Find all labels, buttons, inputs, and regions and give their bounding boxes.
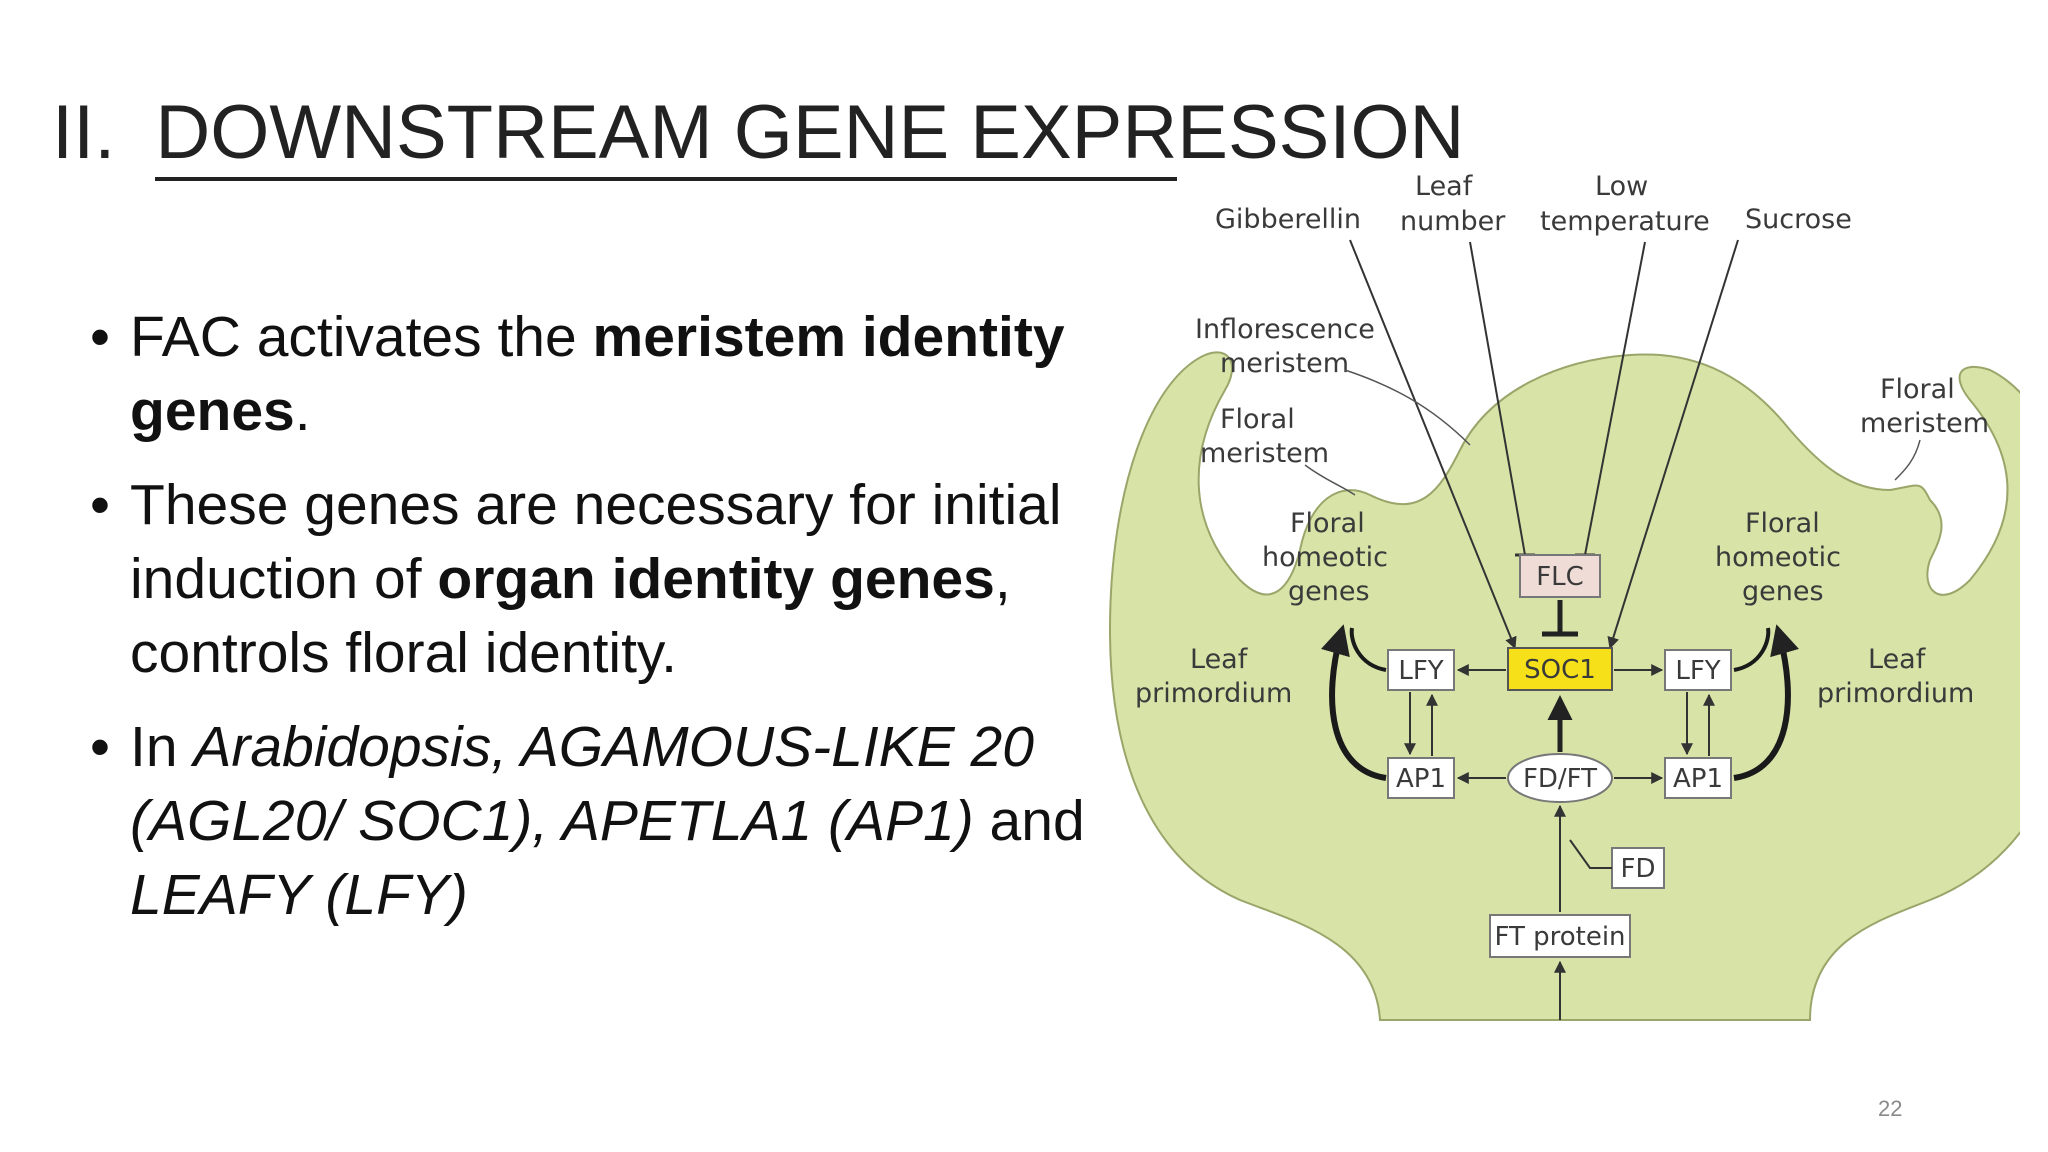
fd-ft-ellipse xyxy=(1507,753,1613,803)
lfy-right-to-homeotic-line xyxy=(1733,627,1771,672)
leaf-primordium-left-label-1: Leaf xyxy=(1190,644,1249,675)
title-rest-text: ESSION xyxy=(1177,90,1465,175)
bullet-text: , controls floral identity. xyxy=(130,547,1011,685)
diagram-svg: Gibberellin Leaf number Low temperature … xyxy=(1108,171,2020,1021)
leaf-primordium-left-label-2: primordium xyxy=(1135,678,1292,709)
floral-meristem-left-label-2: meristem xyxy=(1200,438,1329,469)
bullet-text: FAC activates the xyxy=(130,305,593,369)
sucrose-arrow xyxy=(1607,239,1739,650)
inflorescence-label-1: Inflorescence xyxy=(1195,314,1375,345)
ft-protein-label: FT protein xyxy=(1494,922,1625,952)
ap1-right-to-homeotic-arrow xyxy=(1733,624,1800,781)
bullet-item: These genes are necessary for initial in… xyxy=(90,468,1110,690)
flc-box xyxy=(1519,554,1601,598)
low-temp-inhibit-line xyxy=(1584,241,1646,556)
bullet-text: These genes are necessary for initial in… xyxy=(130,473,1062,611)
leaf-number-label-1: Leaf xyxy=(1415,171,1474,202)
title-number: II. xyxy=(52,90,116,175)
floral-meristem-right-label-2: meristem xyxy=(1860,408,1989,439)
homeotic-left-label-1: Floral xyxy=(1290,508,1365,539)
homeotic-right-label-3: genes xyxy=(1742,576,1824,607)
ap1-left-label: AP1 xyxy=(1396,764,1446,794)
leaf-primordium-right-label-2: primordium xyxy=(1817,678,1974,709)
low-temperature-label-2: temperature xyxy=(1540,206,1710,237)
bullet-list: FAC activates the meristem identity gene… xyxy=(90,300,1110,952)
fd-connector xyxy=(1569,839,1612,869)
bullet-italic-text: LEAFY (LFY) xyxy=(130,863,468,927)
ap1-right-box xyxy=(1664,757,1732,799)
ap1-right-label: AP1 xyxy=(1673,764,1723,794)
homeotic-right-label-1: Floral xyxy=(1745,508,1820,539)
floral-meristem-right-label-1: Floral xyxy=(1880,374,1955,405)
flc-label: FLC xyxy=(1536,562,1584,592)
bullet-italic-text: Arabidopsis, AGAMOUS-LIKE 20 (AGL20/ SOC… xyxy=(130,715,1034,853)
lfy-left-label: LFY xyxy=(1398,656,1443,686)
fd-ft-label: FD/FT xyxy=(1523,764,1597,794)
floral-meristem-left-pointer xyxy=(1304,464,1356,496)
ap1-left-to-homeotic-arrow xyxy=(1320,624,1387,781)
soc1-box xyxy=(1507,647,1613,691)
inflorescence-label-2: meristem xyxy=(1220,348,1349,379)
homeotic-left-label-3: genes xyxy=(1288,576,1370,607)
homeotic-right-label-2: homeotic xyxy=(1715,542,1841,573)
homeotic-left-label-2: homeotic xyxy=(1262,542,1388,573)
leaf-primordium-right-label-1: Leaf xyxy=(1868,644,1927,675)
bullet-item: In Arabidopsis, AGAMOUS-LIKE 20 (AGL20/ … xyxy=(90,710,1110,932)
low-temperature-label-1: Low xyxy=(1595,171,1648,202)
bullet-item: FAC activates the meristem identity gene… xyxy=(90,300,1110,448)
floral-meristem-right-pointer xyxy=(1894,439,1921,481)
meristem-diagram: Gibberellin Leaf number Low temperature … xyxy=(1090,160,2020,1030)
gibberellin-arrow xyxy=(1349,239,1517,650)
leaf-number-inhibit-line xyxy=(1469,241,1526,556)
ft-protein-box xyxy=(1489,914,1631,958)
soc1-label: SOC1 xyxy=(1524,655,1596,685)
ap1-left-box xyxy=(1387,757,1455,799)
lfy-right-box xyxy=(1664,649,1732,691)
bullet-text: . xyxy=(294,379,311,443)
lfy-left-to-homeotic-line xyxy=(1349,627,1387,672)
leaf-number-label-2: number xyxy=(1400,206,1506,237)
title-underlined-text: DOWNSTREAM GENE EXPR xyxy=(155,90,1178,181)
slide-title: II. DOWNSTREAM GENE EXPRESSION xyxy=(52,88,1465,181)
bullet-bold-text: organ identity genes xyxy=(437,547,995,611)
fd-label: FD xyxy=(1621,854,1656,884)
bullet-bold-text: meristem identity genes xyxy=(130,305,1065,443)
page-number: 22 xyxy=(1878,1096,1903,1121)
gibberellin-label: Gibberellin xyxy=(1215,204,1361,235)
bullet-text: and xyxy=(973,789,1085,853)
bullet-text: In xyxy=(130,715,194,779)
sucrose-label: Sucrose xyxy=(1745,204,1852,235)
floral-meristem-left-label-1: Floral xyxy=(1220,404,1295,435)
fd-box xyxy=(1611,847,1665,889)
inflorescence-pointer xyxy=(1344,369,1471,446)
lfy-right-label: LFY xyxy=(1675,656,1720,686)
lfy-left-box xyxy=(1387,649,1455,691)
